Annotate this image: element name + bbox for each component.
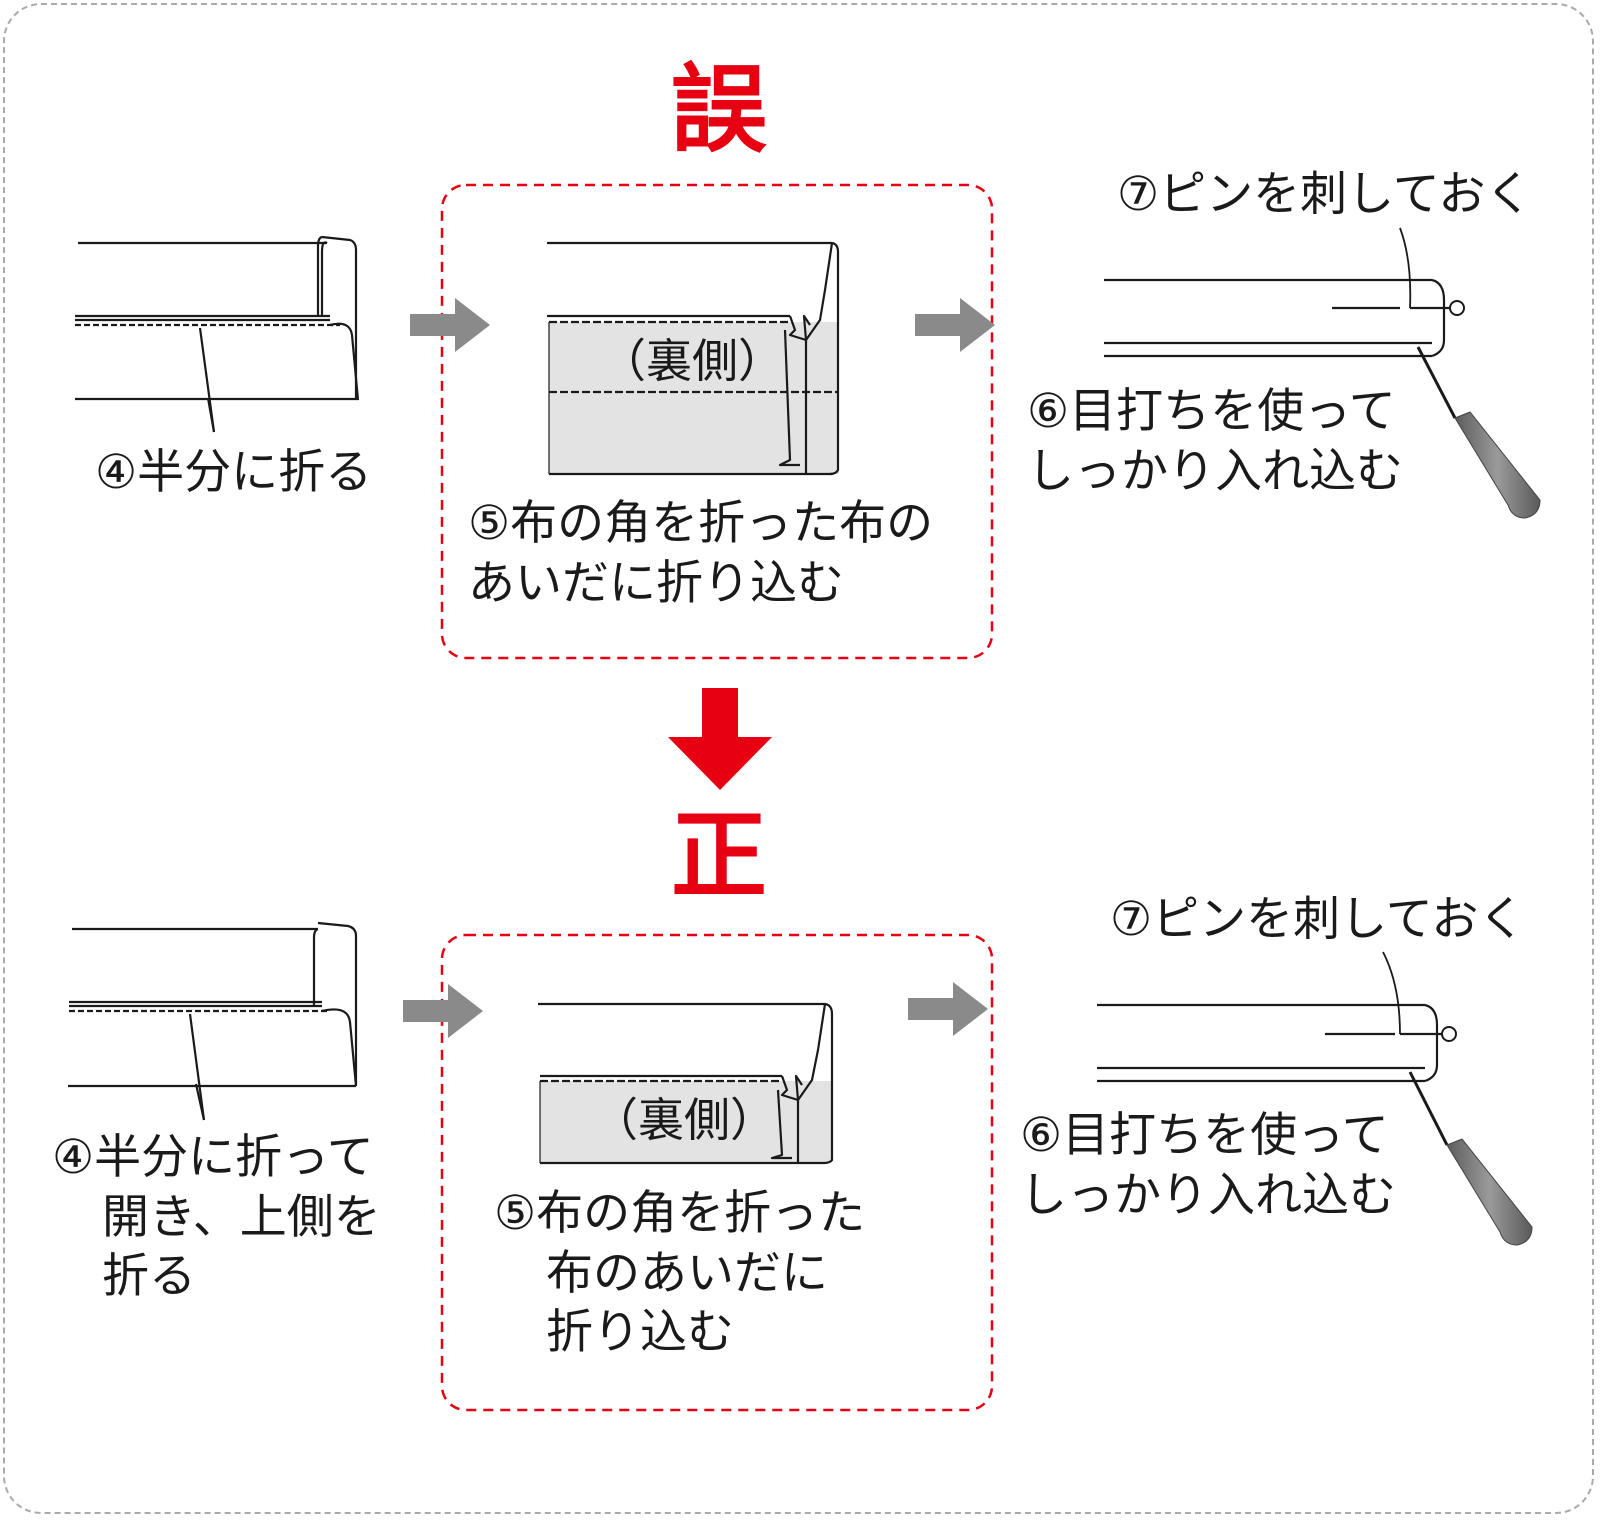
right-arrow-icon: [410, 298, 490, 352]
wrong-step7-label: ⑦ピンを刺しておく: [1117, 167, 1533, 222]
awl-icon: [1416, 346, 1541, 519]
wrong-step5-fabric-illustration: [547, 241, 840, 476]
correct-step6-label: ⑥目打ちを使って しっかり入れ込む: [1020, 1108, 1396, 1223]
pin-icon: [1441, 1026, 1457, 1042]
correct-step5-label: ⑤布の角を折った 布のあいだに 折り込む: [494, 1186, 866, 1361]
right-arrow-icon: [908, 982, 988, 1036]
wrong-step6-fabric-illustration: [1104, 227, 1450, 358]
right-arrow-icon: [403, 984, 483, 1038]
correct-step7-label: ⑦ピンを刺しておく: [1110, 892, 1526, 947]
wrong-back-side-label: （裏側）: [600, 334, 784, 388]
wrong-step4-label: ④半分に折る: [95, 445, 373, 500]
correct-heading: 正: [671, 800, 767, 912]
wrong-heading: 誤: [671, 54, 767, 166]
pin-icon: [1449, 300, 1465, 316]
down-arrow-icon: [668, 688, 772, 790]
correct-step5-fabric-illustration: [538, 1002, 834, 1165]
wrong-step4-fabric-illustration: [75, 235, 360, 433]
correct-step6-fabric-illustration: [1097, 951, 1442, 1083]
correct-step5-dashed-box: [440, 933, 994, 1412]
awl-icon: [1408, 1071, 1533, 1246]
correct-back-side-label: （裏側）: [592, 1093, 776, 1147]
dashed-outer-frame: [3, 3, 1594, 1514]
wrong-step6-label: ⑥目打ちを使って しっかり入れ込む: [1027, 384, 1403, 499]
wrong-step5-label: ⑤布の角を折った布の あいだに折り込む: [468, 496, 934, 611]
wrong-step5-dashed-box: [440, 183, 994, 660]
right-arrow-icon: [915, 298, 995, 352]
correct-step4-label: ④半分に折って 開き、上側を 折る: [52, 1130, 381, 1305]
correct-step4-fabric-illustration: [68, 921, 358, 1121]
